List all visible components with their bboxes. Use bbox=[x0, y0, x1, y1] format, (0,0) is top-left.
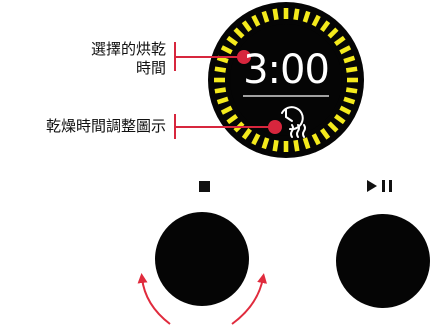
led-segment bbox=[319, 20, 331, 33]
stop-icon bbox=[199, 181, 210, 192]
steam-wave-icon-2 bbox=[296, 124, 300, 138]
led-segment bbox=[251, 133, 261, 146]
led-segment bbox=[241, 127, 253, 140]
led-segment bbox=[216, 55, 229, 64]
led-segment bbox=[241, 20, 253, 33]
led-segment bbox=[339, 105, 352, 115]
led-segment bbox=[293, 139, 300, 152]
led-segment bbox=[216, 96, 229, 105]
selected-drying-time-label-line2: 時間 bbox=[135, 59, 166, 77]
led-segment bbox=[302, 137, 311, 150]
led-segment bbox=[220, 105, 233, 115]
drying-time-adjust-icon bbox=[281, 106, 306, 138]
led-segment bbox=[272, 139, 279, 152]
rotation-arrows bbox=[137, 273, 268, 325]
led-segment bbox=[343, 96, 356, 105]
led-segment bbox=[333, 35, 346, 47]
callout-dot bbox=[268, 120, 282, 134]
led-segment bbox=[293, 8, 300, 21]
led-segment bbox=[327, 121, 339, 133]
selected-drying-time-label: 選擇的烘乾 時間 bbox=[91, 40, 166, 78]
drying-time-adjust-icon-label: 乾燥時間調整圖示 bbox=[45, 117, 166, 135]
display-dial bbox=[208, 2, 364, 158]
led-segment bbox=[214, 87, 227, 94]
start-pause-button[interactable] bbox=[336, 214, 430, 308]
led-segment bbox=[220, 45, 233, 55]
selected-drying-time: 3:00 bbox=[243, 47, 330, 93]
led-segment bbox=[214, 66, 227, 73]
led-segment bbox=[311, 133, 321, 146]
led-segment bbox=[226, 113, 239, 125]
led-segment bbox=[345, 66, 358, 73]
rotate-left-arrow-icon bbox=[137, 273, 171, 325]
led-segment bbox=[272, 8, 279, 21]
led-segment bbox=[311, 14, 321, 27]
callout-selected-time bbox=[174, 42, 251, 71]
led-segment bbox=[345, 87, 358, 94]
led-segment bbox=[261, 137, 270, 150]
selected-drying-time-label-line1: 選擇的烘乾 bbox=[90, 40, 166, 58]
led-segment bbox=[251, 14, 261, 27]
dial-face bbox=[230, 24, 342, 136]
led-segment bbox=[233, 27, 245, 39]
led-segment bbox=[343, 55, 356, 64]
drying-time-knob[interactable] bbox=[155, 212, 249, 306]
clock-minute-hand-icon bbox=[285, 116, 293, 122]
callout-adjust-icon bbox=[174, 114, 282, 139]
steam-wave-icon-3 bbox=[302, 124, 306, 138]
led-segment bbox=[302, 10, 311, 23]
callout-dot bbox=[237, 50, 251, 64]
led-ring-segments bbox=[214, 8, 358, 152]
led-segment bbox=[327, 27, 339, 39]
led-segment bbox=[226, 35, 239, 47]
led-segment bbox=[319, 127, 331, 140]
led-segment bbox=[333, 113, 346, 125]
rotate-right-arrow-icon bbox=[231, 273, 268, 325]
led-segment bbox=[261, 10, 270, 23]
steam-wave-icon-1 bbox=[290, 124, 294, 138]
led-segment bbox=[339, 45, 352, 55]
play-pause-icon bbox=[367, 180, 392, 192]
